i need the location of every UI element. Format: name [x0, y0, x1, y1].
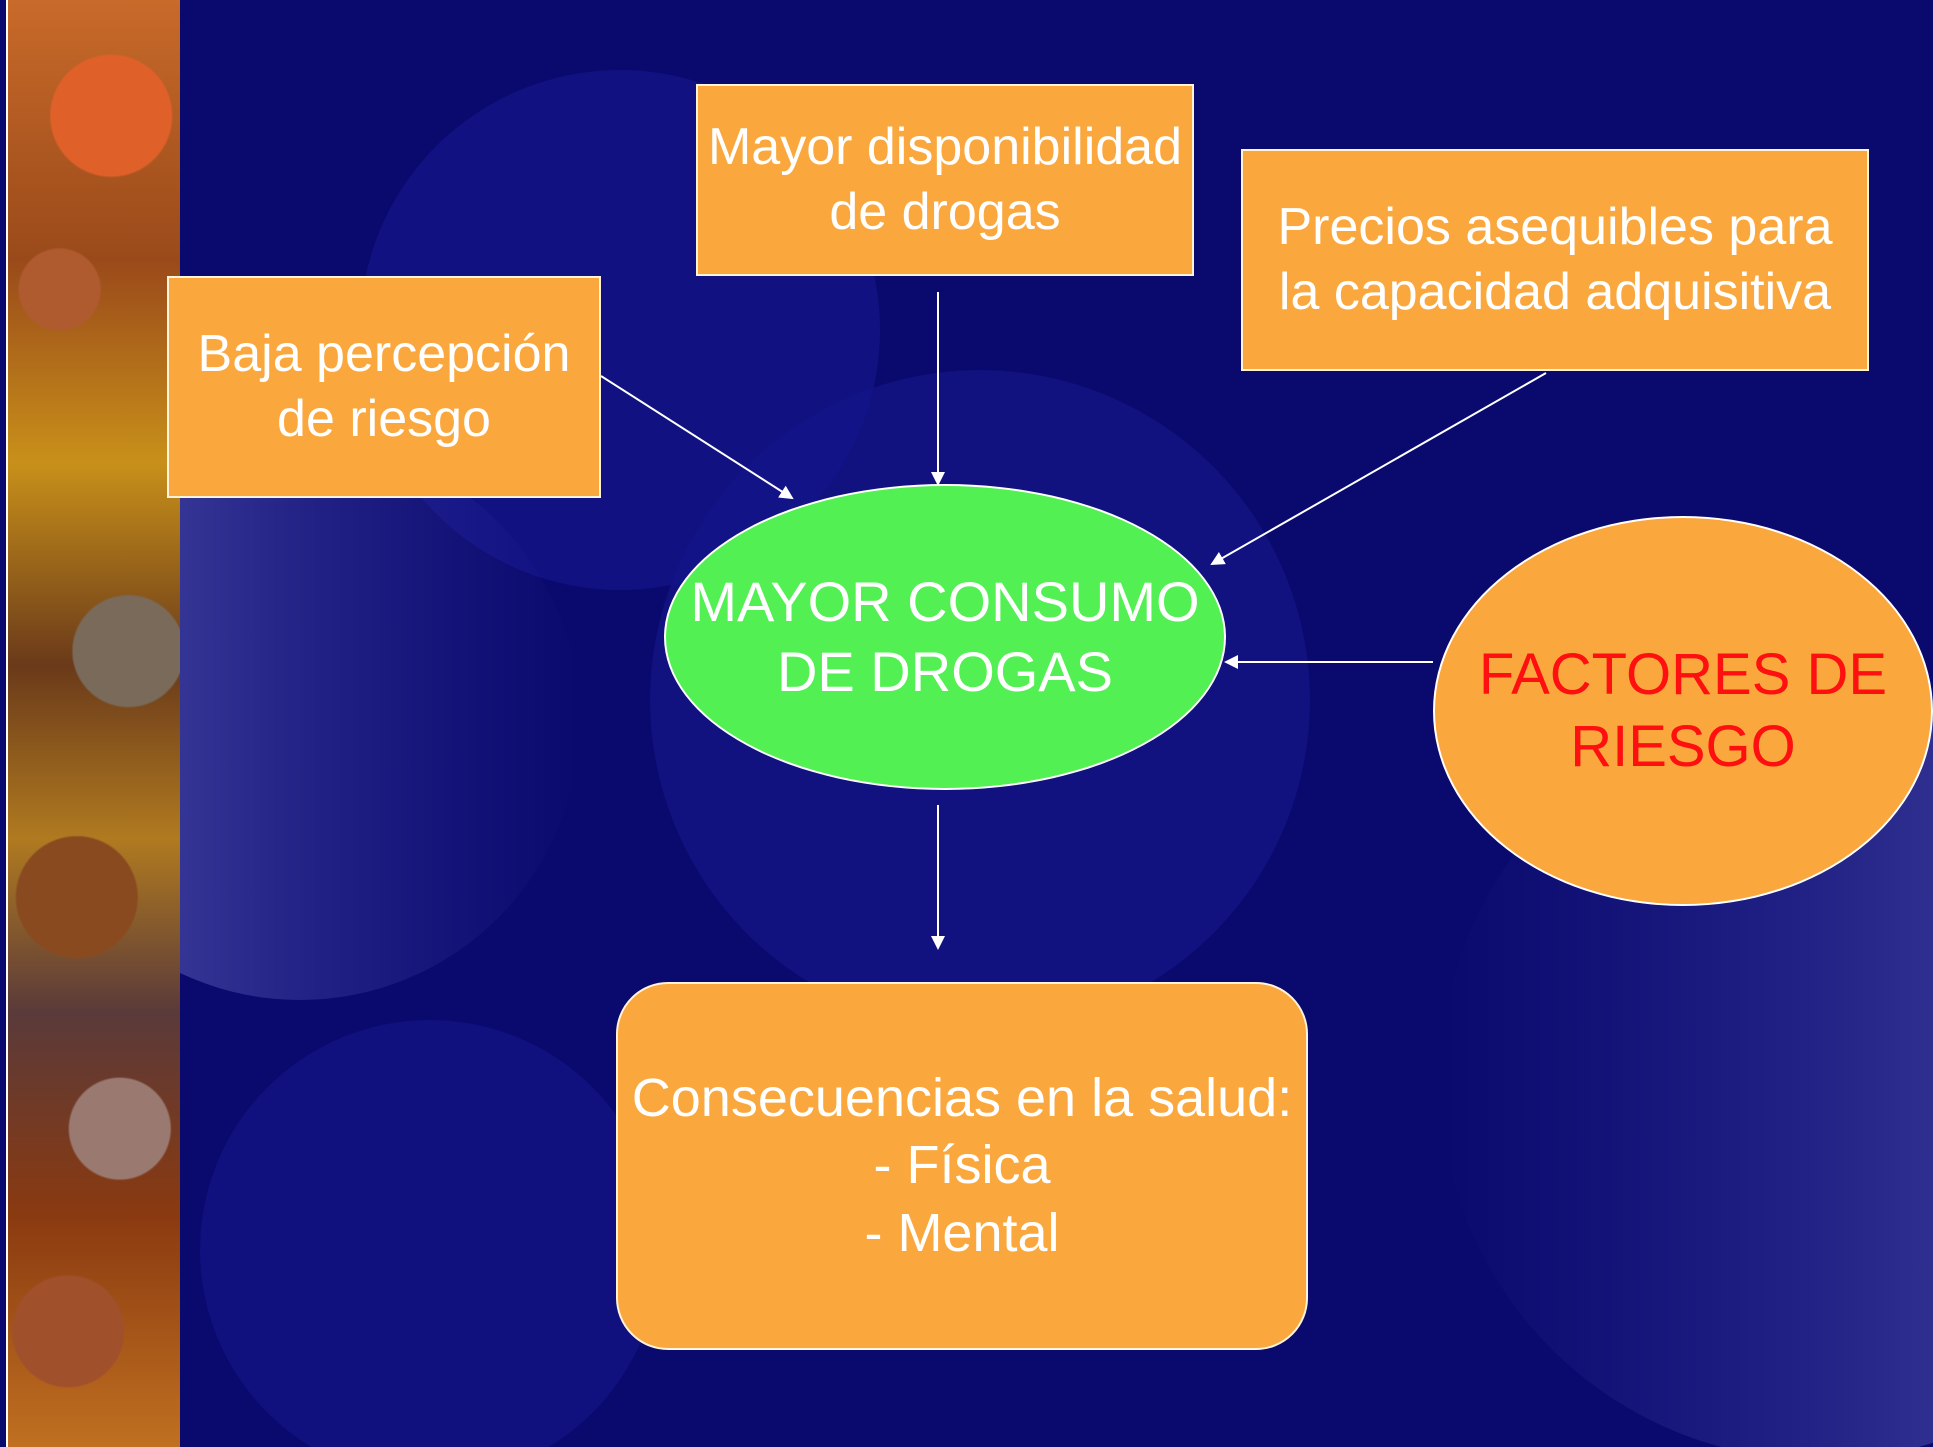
node-baja-percepcion: Baja percepción de riesgo — [167, 276, 601, 498]
node-factores-de-riesgo: FACTORES DE RIESGO — [1433, 516, 1933, 906]
node-mayor-consumo: MAYOR CONSUMO DE DROGAS — [664, 484, 1226, 790]
arrow-percepcion-to-consumo — [600, 375, 794, 500]
decorative-side-strip — [6, 0, 180, 1447]
node-precios-asequibles: Precios asequibles para la capacidad adq… — [1241, 149, 1869, 371]
node-mayor-disponibilidad: Mayor disponibilidad de drogas — [696, 84, 1194, 276]
node-consecuencias-salud: Consecuencias en la salud: - Física - Me… — [616, 982, 1308, 1350]
gear-shape-bottom — [200, 1020, 660, 1447]
arrow-precios-to-consumo — [1210, 372, 1547, 565]
gear-shape-right — [1440, 700, 1933, 1447]
